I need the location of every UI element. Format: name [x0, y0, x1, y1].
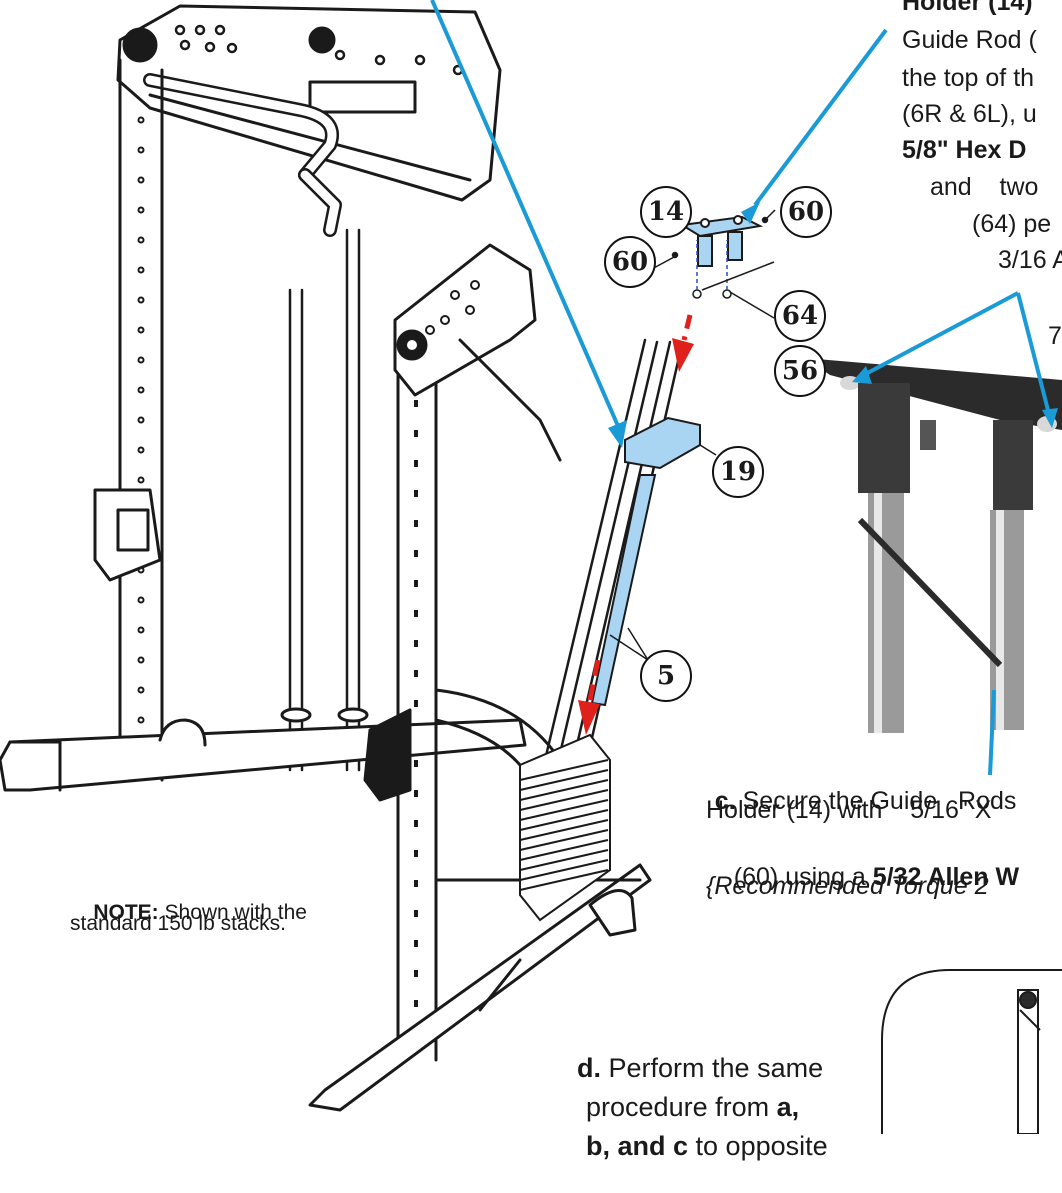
step-b-line-1: Holder (14): [902, 0, 1033, 16]
leader-lines: [430, 0, 1052, 776]
assembly-diagram: [0, 0, 1062, 1134]
motion-arrows: [578, 314, 694, 735]
front-guide-rod-1: [543, 338, 659, 764]
callout-64: 64: [774, 290, 826, 342]
callout-19: 19: [712, 446, 764, 498]
step-b-line-7: (64) pe: [972, 210, 1052, 238]
inset-thumbnail: [881, 969, 1062, 1134]
left-base: [0, 718, 527, 792]
step-c-line-1: c. Secure the Guide Rods: [687, 758, 1017, 845]
step-d-label: d.: [577, 1053, 602, 1083]
housing-arm: [458, 338, 562, 462]
top-pulley-left: [122, 27, 158, 63]
step-d-line-2: procedure from a,: [556, 1061, 799, 1154]
top-frame-holes: [174, 24, 464, 76]
right-pulley-carriage: [363, 708, 412, 802]
step-d-line-3-bold: b, and c: [586, 1131, 689, 1161]
left-upright-holes: [137, 116, 145, 724]
step-d-line-1: d. Perform the same: [547, 1022, 823, 1115]
step-c-line-1-text: Secure the Guide Rods: [742, 787, 1017, 815]
step-c-line-4: {Recommended Torque 2: [706, 872, 989, 900]
step-c-line-3-tool: 5/32 Allen W: [872, 863, 1020, 891]
note-label: NOTE:: [93, 901, 159, 924]
step-d-line-1-text: Perform the same: [601, 1053, 824, 1083]
step-c-line-2: Holder (14) with 5/16" X: [706, 796, 992, 824]
callout-14: 14: [640, 186, 692, 238]
center-upright: [396, 328, 438, 1062]
step-c-label: c.: [714, 787, 736, 815]
right-pulley-housing: [393, 243, 537, 397]
step-d-line-2-pre: procedure from: [586, 1092, 777, 1122]
note-line-1-text: Shown with the: [158, 901, 307, 924]
rear-guide-rod-left: [288, 288, 304, 772]
step-d-line-2-bold: a,: [776, 1092, 800, 1122]
left-upright: [118, 58, 164, 782]
step-b-line-9: 7: [1048, 322, 1062, 350]
callout-5: 5: [640, 650, 692, 702]
front-base: [308, 863, 652, 1112]
step-d-line-3-post: to opposite: [688, 1131, 828, 1161]
note-line-1: NOTE: Shown with the: [70, 877, 307, 949]
step-b-line-5: 5/8" Hex D: [902, 136, 1027, 164]
step-b-line-8: 3/16 A: [998, 246, 1062, 274]
step-b-line-4: (6R & 6L), u: [902, 100, 1037, 128]
step-b-line-6: and two: [930, 173, 1039, 201]
weight-stack: [519, 733, 611, 922]
callout-60-right: 60: [780, 186, 832, 238]
center-upright-holes: [414, 400, 418, 1007]
guide-rod-holder-14: [679, 215, 764, 267]
step-d-line-3: b, and c to opposite: [556, 1100, 828, 1193]
callout-60-left: 60: [604, 236, 656, 288]
front-base-pad: [588, 889, 637, 937]
step-c-line-3-pre: (60) using a: [733, 863, 873, 891]
step-c-line-3: (60) using a 5/32 Allen W: [706, 834, 1019, 921]
note-line-2: standard 150 lb stacks.: [70, 912, 286, 935]
rod-holder-19: [590, 416, 701, 707]
step-b-line-2: Guide Rod (: [902, 26, 1037, 54]
top-pulley-right: [308, 26, 336, 54]
step-b-line-3: the top of th: [902, 64, 1035, 92]
top-frame-label: [308, 80, 417, 114]
detail-photo: [805, 358, 1062, 733]
housing-holes: [425, 280, 480, 335]
callout-56: 56: [774, 345, 826, 397]
left-base-pad: [158, 718, 207, 747]
rear-guide-rod-right: [345, 228, 361, 772]
